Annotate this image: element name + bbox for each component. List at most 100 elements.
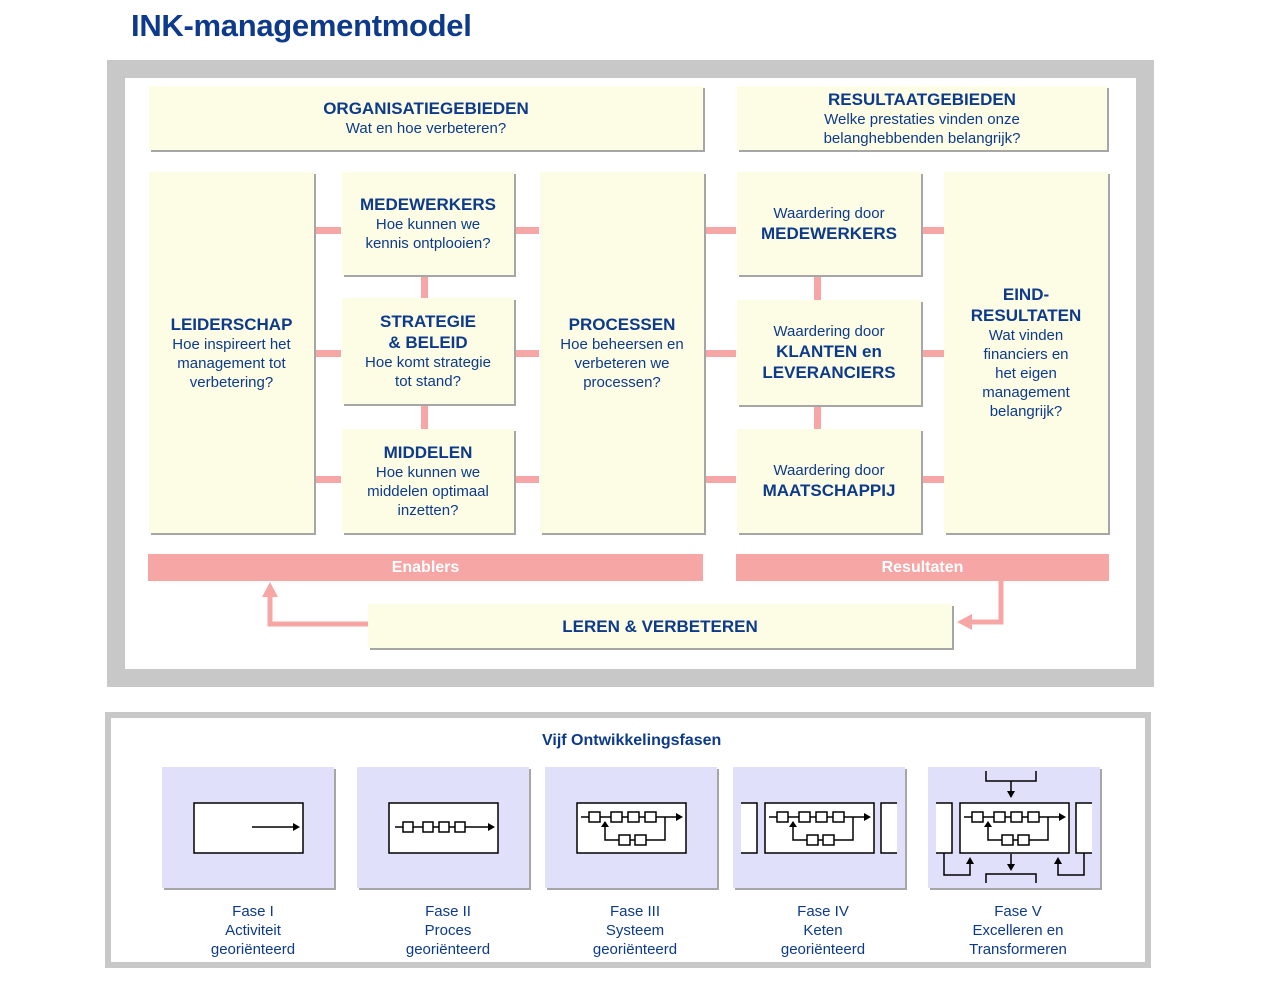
middelen-box: MIDDELEN Hoe kunnen we middelen optimaal… (342, 429, 514, 533)
strategie-line: Hoe komt strategie (365, 354, 491, 371)
connector (315, 227, 341, 234)
organisatiegebieden-heading: ORGANISATIEGEBIEDEN (323, 99, 529, 118)
phase-label-line: Fase II (425, 903, 471, 920)
eindresultaten-box: EIND- RESULTATEN Wat vinden financiers e… (944, 172, 1108, 533)
excellence-icon (936, 771, 1092, 883)
strategie-line: tot stand? (395, 373, 461, 390)
phase-label-3: Fase III Systeem georiënteerd (545, 902, 725, 959)
connector (515, 476, 539, 483)
waardering-klanten-heading: KLANTEN en (776, 342, 882, 361)
waardering-medewerkers-box: Waardering door MEDEWERKERS (737, 172, 921, 275)
leiderschap-line: verbetering? (189, 373, 274, 391)
phase-label-line: Systeem (605, 922, 665, 939)
waardering-klanten-pre: Waardering door (773, 323, 885, 340)
waardering-medewerkers-pre: Waardering door (773, 204, 885, 222)
page-title: INK-managementmodel (131, 8, 472, 43)
connector (814, 406, 821, 429)
eindresultaten-line: het eigen (995, 365, 1057, 382)
processen-line: verbeteren we (574, 354, 670, 372)
processen-line: processen? (583, 373, 661, 391)
connector (705, 227, 736, 234)
arrow-from-resultaten (966, 581, 1004, 625)
processen-box: PROCESSEN Hoe beheersen en verbeteren we… (540, 172, 704, 533)
arrowhead-left (957, 614, 972, 630)
phase-card-1 (162, 767, 334, 888)
phase-label-line: georiënteerd (210, 941, 296, 958)
eindresultaten-line: financiers en (983, 346, 1069, 363)
process-icon (388, 802, 499, 854)
middelen-heading: MIDDELEN (383, 443, 473, 462)
phase-label-4: Fase IV Keten georiënteerd (733, 902, 913, 959)
medewerkers-line: Hoe kunnen we (375, 216, 481, 233)
phase-label-line: Transformeren (969, 941, 1067, 958)
system-icon (576, 802, 687, 854)
eindresultaten-heading: EIND- (1002, 285, 1050, 304)
medewerkers-box: MEDEWERKERS Hoe kunnen we kennis ontploo… (342, 172, 514, 275)
middelen-line: middelen optimaal (367, 483, 489, 500)
phase-card-2 (357, 767, 529, 888)
phase-label-line: Excelleren en (972, 922, 1064, 939)
connector (921, 476, 944, 483)
phase-label-2: Fase II Proces georiënteerd (358, 902, 538, 959)
medewerkers-line: kennis ontplooien? (365, 235, 491, 252)
strategie-heading: & BELEID (388, 333, 468, 352)
connector (421, 405, 428, 429)
connector (921, 350, 944, 357)
connector (515, 227, 539, 234)
phase-label-line: georiënteerd (405, 941, 491, 958)
eindresultaten-heading: RESULTATEN (970, 306, 1082, 325)
phase-label-line: georiënteerd (592, 941, 678, 958)
connector (315, 476, 341, 483)
leiderschap-line: management tot (177, 354, 286, 372)
strategie-box: STRATEGIE & BELEID Hoe komt strategie to… (342, 298, 514, 404)
waardering-maatschappij-heading: MAATSCHAPPIJ (762, 481, 896, 500)
waardering-klanten-heading: LEVERANCIERS (762, 363, 896, 382)
leren-verbeteren-box: LEREN & VERBETEREN (368, 604, 952, 648)
connector (315, 350, 341, 357)
connector (814, 276, 821, 300)
feedback-arrows (262, 581, 1004, 630)
processen-line: Hoe beheersen en (560, 335, 684, 353)
phase-label-line: Fase IV (797, 903, 849, 920)
phases-title: Vijf Ontwikkelingsfasen (542, 732, 722, 749)
phase-label-5: Fase V Excelleren en Transformeren (928, 902, 1108, 959)
resultaatgebieden-box: RESULTAATGEBIEDEN Welke prestaties vinde… (737, 86, 1107, 150)
phase-card-5 (928, 767, 1100, 888)
activity-icon (193, 802, 304, 854)
connector (705, 476, 736, 483)
phase-label-1: Fase I Activiteit georiënteerd (163, 902, 343, 959)
waardering-maatschappij-box: Waardering door MAATSCHAPPIJ (737, 429, 921, 533)
phase-label-line: Fase III (609, 903, 661, 920)
middelen-line: inzetten? (397, 502, 459, 519)
connector (705, 350, 736, 357)
waardering-medewerkers-heading: MEDEWERKERS (760, 223, 897, 243)
resultaatgebieden-line: Welke prestaties vinden onze (824, 110, 1020, 128)
eindresultaten-line: Wat vinden (988, 327, 1064, 344)
connector (921, 227, 944, 234)
leiderschap-box: LEIDERSCHAP Hoe inspireert het managemen… (149, 172, 314, 533)
medewerkers-heading: MEDEWERKERS (359, 195, 496, 214)
organisatiegebieden-text: Wat en hoe verbeteren? (345, 120, 507, 137)
middelen-line: Hoe kunnen we (375, 464, 481, 481)
leren-verbeteren-label: LEREN & VERBETEREN (562, 616, 758, 636)
connector (421, 276, 428, 298)
waardering-klanten-box: Waardering door KLANTEN en LEVERANCIERS (737, 300, 921, 405)
leiderschap-heading: LEIDERSCHAP (170, 314, 293, 334)
enablers-band: Enablers (148, 554, 703, 581)
resultaten-band: Resultaten (736, 554, 1109, 581)
strategie-heading: STRATEGIE (379, 312, 477, 331)
arrowhead-up (262, 582, 278, 597)
chain-icon (741, 802, 897, 854)
leiderschap-line: Hoe inspireert het (172, 335, 291, 353)
phase-label-line: Activiteit (225, 922, 281, 939)
arrow-to-enablers (267, 590, 368, 627)
waardering-maatschappij-pre: Waardering door (773, 462, 885, 479)
processen-heading: PROCESSEN (568, 314, 676, 334)
connector (515, 350, 539, 357)
phase-card-4 (733, 767, 905, 888)
phase-card-3 (545, 767, 717, 888)
organisatiegebieden-box: ORGANISATIEGEBIEDEN Wat en hoe verbetere… (149, 86, 703, 150)
eindresultaten-line: management (982, 384, 1070, 401)
resultaatgebieden-line: belanghebbenden belangrijk? (823, 129, 1021, 147)
phase-label-line: Keten (803, 922, 843, 939)
